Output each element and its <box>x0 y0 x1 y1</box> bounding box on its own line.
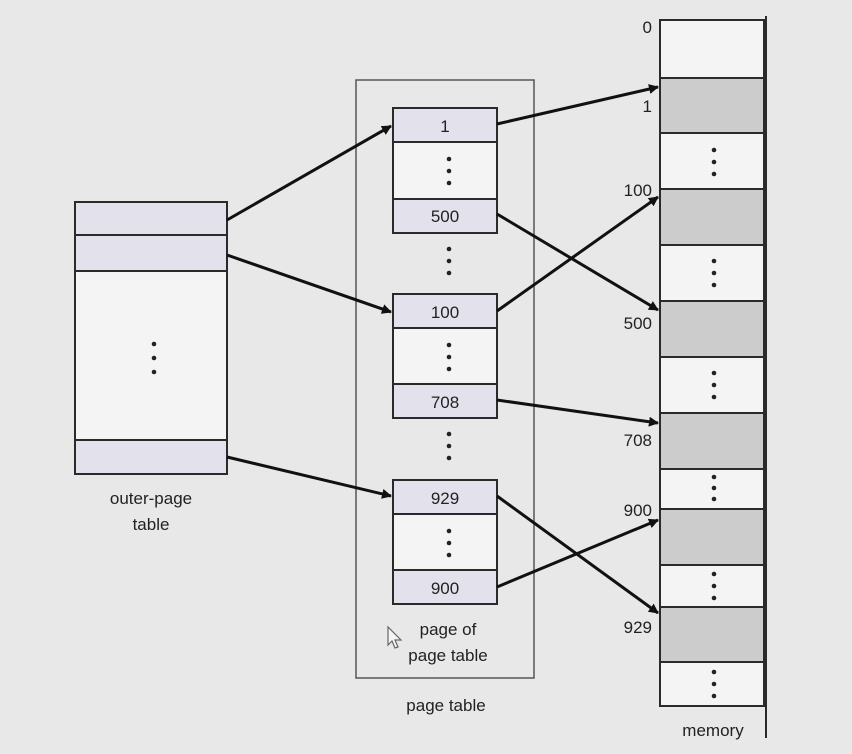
memory-frame-1 <box>659 77 765 134</box>
outer-page-table <box>74 201 228 475</box>
ellipsis-icon <box>711 669 717 699</box>
page-of-page-table-label-line2: page table <box>408 646 487 665</box>
arrow-entry-100-to-frame-100 <box>496 195 659 313</box>
pt-gap <box>392 141 498 200</box>
pt-entry-900 <box>392 569 498 605</box>
ellipsis-icon <box>446 342 452 372</box>
ellipsis-icon <box>446 431 452 461</box>
ellipsis-icon <box>151 341 157 375</box>
pt-entry-500 <box>392 198 498 234</box>
pt-gap <box>392 513 498 571</box>
pt-entry-708-value: 708 <box>431 393 459 412</box>
pt-gap <box>392 327 498 385</box>
ellipsis-icon <box>711 571 717 601</box>
ellipsis-icon <box>711 258 717 288</box>
memory-address-929: 929 <box>624 618 652 637</box>
pt-entry-900-value: 900 <box>431 579 459 598</box>
memory-frame-0 <box>659 19 765 79</box>
ellipsis-icon <box>711 370 717 400</box>
memory-address-1: 1 <box>643 97 652 116</box>
arrow-entry-1-to-frame-1 <box>496 84 659 126</box>
memory-frame-929 <box>659 606 765 663</box>
memory-frame-900 <box>659 508 765 566</box>
pt-entry-100-value: 100 <box>431 303 459 322</box>
memory-address-0: 0 <box>643 18 652 37</box>
outer-page-table-label-line2: table <box>133 515 170 534</box>
cursor-icon <box>387 625 403 649</box>
memory-frame-500 <box>659 300 765 358</box>
arrow-outer-to-page-2 <box>226 253 392 314</box>
ellipsis-icon <box>446 528 452 558</box>
memory-address-500: 500 <box>624 314 652 333</box>
outer-table-entry-last <box>74 439 228 475</box>
memory-gap <box>659 661 765 707</box>
outer-table-entry-1 <box>74 201 228 236</box>
memory-address-708: 708 <box>624 431 652 450</box>
arrow-entry-900-to-frame-900 <box>496 518 659 589</box>
ellipsis-icon <box>446 246 452 276</box>
arrow-outer-to-page-1 <box>226 124 392 222</box>
memory-gap <box>659 132 765 190</box>
page-of-page-table-1: 1 500 <box>392 107 498 234</box>
page-of-page-table-3: 929 900 <box>392 479 498 605</box>
pt-entry-1 <box>392 107 498 143</box>
outer-page-table-label-line1: outer-page <box>110 489 192 508</box>
ellipsis-icon <box>711 474 717 502</box>
memory-frame-708 <box>659 412 765 470</box>
pt-entry-500-value: 500 <box>431 207 459 226</box>
memory-column <box>659 16 767 738</box>
memory-frame-100 <box>659 188 765 246</box>
pt-entry-929-value: 929 <box>431 489 459 508</box>
arrow-entry-500-to-frame-500 <box>496 212 659 312</box>
memory-address-100: 100 <box>624 181 652 200</box>
ellipsis-icon <box>711 147 717 177</box>
arrow-entry-708-to-frame-708 <box>496 398 659 427</box>
pt-entry-708 <box>392 383 498 419</box>
outer-table-gap <box>74 270 228 441</box>
arrow-outer-to-page-3 <box>226 455 392 499</box>
memory-label: memory <box>682 721 744 740</box>
memory-address-900: 900 <box>624 501 652 520</box>
pt-entry-1-value: 1 <box>440 117 449 136</box>
ellipsis-icon <box>446 156 452 186</box>
outer-table-entry-2 <box>74 234 228 272</box>
page-table-frame <box>355 79 535 679</box>
page-table-label: page table <box>406 696 485 715</box>
page-of-page-table-label-line1: page of <box>420 620 477 639</box>
page-of-page-table-2: 100 708 <box>392 293 498 419</box>
